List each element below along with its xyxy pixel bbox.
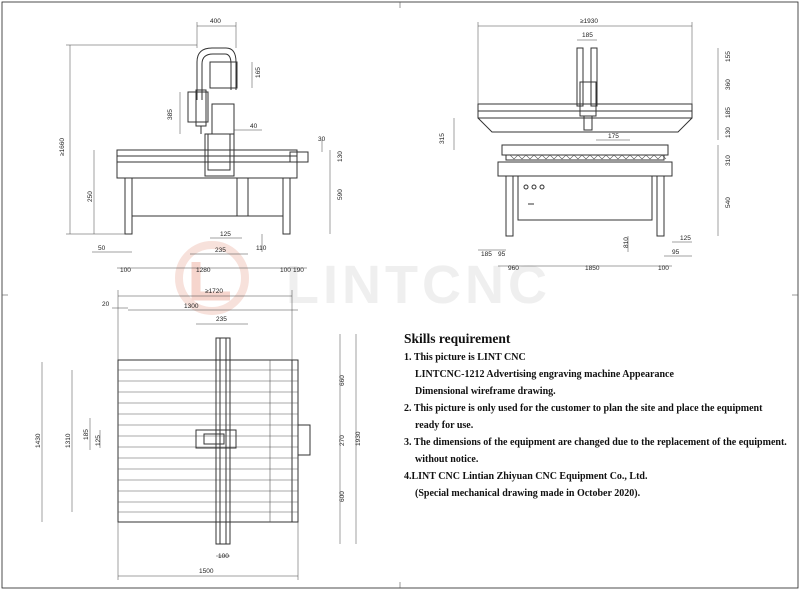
t-slot-teeth — [509, 154, 667, 160]
dim-side-125: 125 — [220, 231, 231, 238]
top-view: ≥1720 20 1300 235 660 270 600 1930 1430 … — [35, 288, 362, 580]
dim-top-235: 235 — [216, 316, 227, 323]
dim-side-110: 110 — [256, 245, 267, 252]
dim-front-100: 100 — [658, 265, 669, 272]
dim-side-100b: 100 — [280, 267, 291, 274]
dim-side-130: 130 — [337, 151, 344, 162]
dim-top-1500: 1500 — [199, 568, 214, 575]
note-2: 2. This picture is only used for the cus… — [404, 403, 763, 414]
dim-top-600: 600 — [339, 491, 346, 502]
dim-top-1430: 1430 — [35, 433, 42, 448]
notes-heading: Skills requirement — [404, 331, 511, 346]
dim-side-30: 30 — [318, 136, 326, 143]
side-view: 400 165 385 40 ≥1660 250 30 130 590 125 … — [59, 18, 344, 274]
skills-requirement-notes: Skills requirement 1. This picture is LI… — [404, 330, 796, 502]
note-1: 1. This picture is LINT CNC — [404, 352, 526, 363]
dim-front-540: 540 — [725, 197, 732, 208]
dim-side-385: 385 — [167, 109, 174, 120]
dim-top-270: 270 — [339, 435, 346, 446]
dim-front-360: 360 — [725, 79, 732, 90]
dim-side-190: 190 — [293, 267, 304, 274]
dim-front-185c: 185 — [481, 251, 492, 258]
dim-front-1930: ≥1930 — [580, 18, 598, 25]
dim-front-125: 125 — [680, 235, 691, 242]
dim-side-590: 590 — [337, 189, 344, 200]
dim-side-250: 250 — [87, 191, 94, 202]
dim-front-185b: 185 — [725, 107, 732, 118]
table-slats — [118, 369, 298, 513]
dim-side-50: 50 — [98, 245, 106, 252]
front-view: ≥1930 185 155 360 185 315 175 130 310 54… — [439, 18, 732, 272]
dim-front-185: 185 — [582, 32, 593, 39]
dim-front-315: 315 — [439, 133, 446, 144]
dim-top-100: 100 — [218, 553, 229, 560]
dim-top-660: 660 — [339, 375, 346, 386]
note-1-line3: Dimensional wireframe drawing. — [415, 386, 556, 397]
dim-front-960: 960 — [508, 265, 519, 272]
dim-top-125: 125 — [95, 435, 102, 446]
dim-top-1310: 1310 — [65, 433, 72, 448]
dim-front-95b: 95 — [672, 249, 680, 256]
dim-side-235: 235 — [215, 247, 226, 254]
dim-front-810: 810 — [623, 237, 630, 248]
note-1-line2: LINTCNC-1212 Advertising engraving machi… — [415, 369, 674, 380]
dim-side-40: 40 — [250, 123, 258, 130]
note-2-line2: ready for use. — [415, 420, 474, 431]
dim-side-100a: 100 — [120, 267, 131, 274]
dim-front-175: 175 — [608, 133, 619, 140]
dim-front-130: 130 — [725, 127, 732, 138]
dim-front-1850: 1850 — [585, 265, 600, 272]
dim-top-1720: ≥1720 — [205, 288, 223, 295]
note-4-line2: (Special mechanical drawing made in Octo… — [415, 488, 641, 499]
note-3: 3. The dimensions of the equipment are c… — [404, 437, 787, 448]
dim-side-400: 400 — [210, 18, 221, 25]
dim-top-1300: 1300 — [184, 303, 199, 310]
dim-side-1280: 1280 — [196, 267, 211, 274]
dim-side-165: 165 — [255, 67, 262, 78]
dim-top-20: 20 — [102, 301, 110, 308]
dim-top-1930: 1930 — [355, 431, 362, 446]
watermark-text: LINTCNC — [286, 255, 551, 315]
lintcnc-logo: LINTCNC — [175, 241, 551, 315]
note-3-line2: without notice. — [415, 454, 479, 465]
dim-front-95: 95 — [498, 251, 506, 258]
dim-side-1660: ≥1660 — [59, 138, 66, 156]
dim-top-185: 185 — [83, 429, 90, 440]
note-4: 4.LINT CNC Lintian Zhiyuan CNC Equipment… — [404, 471, 648, 482]
dim-front-155: 155 — [725, 51, 732, 62]
dim-front-310: 310 — [725, 155, 732, 166]
